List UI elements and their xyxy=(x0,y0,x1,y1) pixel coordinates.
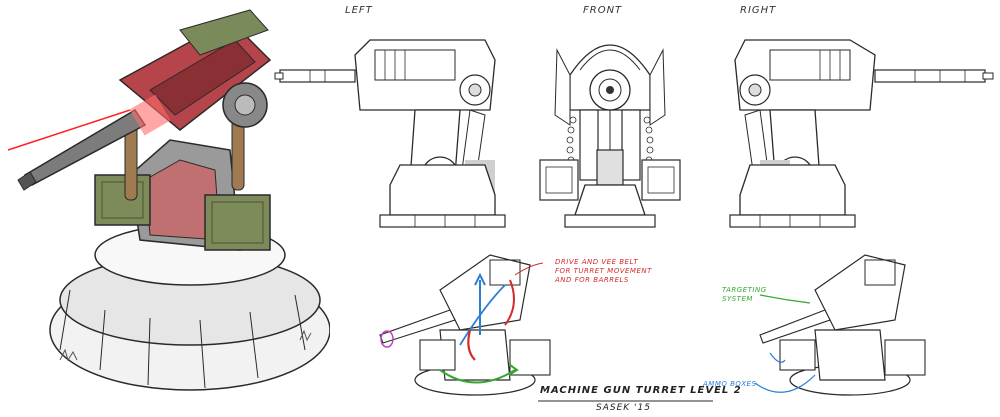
turret-front-view xyxy=(539,44,681,228)
artist-signature: SASEK '15 xyxy=(596,403,651,413)
label-right-view: RIGHT xyxy=(740,5,777,16)
turret-color-render xyxy=(7,9,330,391)
turret-right-view xyxy=(729,39,994,228)
note-ammo-boxes: AMMO BOXES xyxy=(703,380,757,388)
turret-targeting-sketch xyxy=(755,254,926,396)
turret-left-view xyxy=(274,39,506,228)
label-front-view: FRONT xyxy=(583,5,623,16)
label-left-view: LEFT xyxy=(345,5,373,16)
sheet-title: MACHINE GUN TURRET LEVEL 2 xyxy=(540,385,742,396)
note-drive-belt: DRIVE AND VEE BELT FOR TURRET MOVEMENT A… xyxy=(555,258,652,284)
note-targeting-system: TARGETING SYSTEM xyxy=(722,286,767,303)
turret-mechanics-sketch xyxy=(379,254,551,396)
title-underline xyxy=(538,400,713,402)
